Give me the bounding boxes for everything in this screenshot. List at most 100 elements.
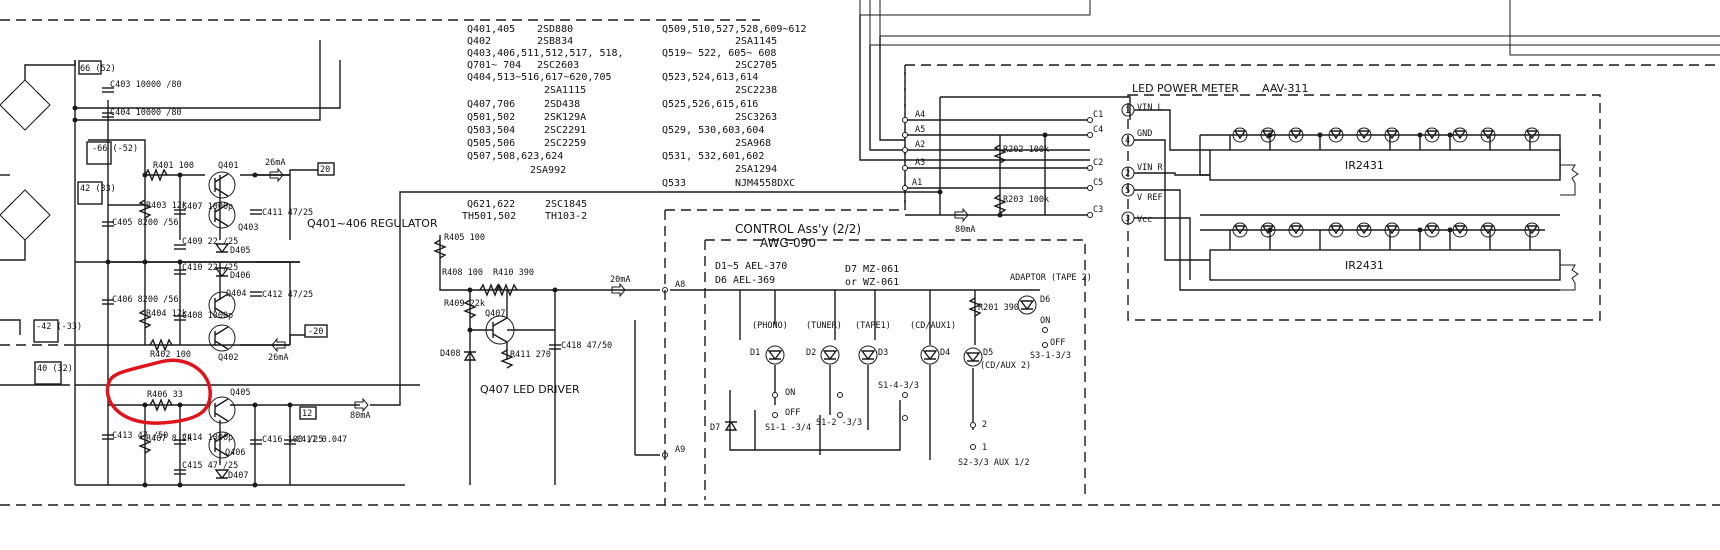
svg-text:D3: D3 (878, 348, 888, 358)
switch-s1-4: S1-4-3/3 (878, 381, 919, 421)
capacitor-c407: C407 1000p (174, 202, 233, 215)
red-highlight-circle (105, 358, 212, 425)
svg-text:Q701~ 704: Q701~ 704 (467, 60, 521, 71)
led-top-5 (1356, 127, 1372, 143)
led-label-cdaux2: (CD/AUX 2) (980, 361, 1031, 371)
svg-text:2SC2603: 2SC2603 (537, 60, 579, 71)
resistor-r405: R405 100 (433, 233, 485, 259)
resistor-r404: R404 12k (138, 309, 187, 329)
d408-label: D408 (440, 349, 460, 359)
capacitor-c412: C412 47/25 (250, 290, 313, 300)
connector-a5: A5 (902, 125, 925, 138)
svg-text:1: 1 (982, 443, 987, 453)
c418-label: C418 47/50 (561, 341, 612, 351)
transistor-q404: Q404 (208, 289, 246, 319)
led-top-10 (1524, 127, 1540, 143)
svg-text:A3: A3 (915, 158, 925, 168)
arrow-26ma-bottom: 26mA (268, 337, 288, 363)
led-bottom-5 (1356, 222, 1372, 238)
svg-text:S2-3/3 AUX 1/2: S2-3/3 AUX 1/2 (958, 458, 1030, 468)
q401-label: Q401 (218, 161, 238, 171)
connector-a2: A2 (902, 140, 925, 153)
led-bottom-7 (1424, 222, 1440, 238)
r411-label: R411 270 (510, 350, 551, 360)
node-m66: -66 (-52) (86, 141, 138, 165)
svg-text:Q523,524,613,614: Q523,524,613,614 (662, 72, 758, 83)
led-top-8 (1452, 127, 1468, 143)
r401-label: R401 100 (153, 161, 194, 171)
regulator-label: Q401~406 REGULATOR (307, 217, 438, 230)
c417-label: C417 0.047 (296, 435, 347, 445)
resistor-r401: R401 100 (144, 161, 194, 182)
led-d5: D5 (963, 347, 993, 367)
meter-model: AAV-311 (1262, 82, 1309, 95)
svg-text:Q407,706: Q407,706 (467, 99, 515, 110)
resistor-r411: R411 270 (500, 349, 551, 369)
svg-text:Q503,504: Q503,504 (467, 125, 515, 136)
capacitor-c415: C415 47 /25 (174, 461, 238, 475)
svg-text:ON: ON (785, 388, 795, 398)
current-80ma-right: 80mA (955, 225, 975, 235)
svg-text:2SK129A: 2SK129A (544, 112, 586, 123)
svg-text:D4: D4 (940, 348, 950, 358)
resistor-r409: R409 22k (444, 299, 485, 319)
q404-label: Q404 (226, 289, 246, 299)
resistor-r407: R407 8.2k (138, 434, 192, 454)
svg-text:C4: C4 (1093, 125, 1103, 135)
svg-text:2SC2259: 2SC2259 (544, 138, 586, 149)
led-bottom-3 (1288, 222, 1304, 238)
svg-text:A5: A5 (915, 125, 925, 135)
node-m42: -42 (-33) (33, 319, 82, 343)
svg-text:2SC3263: 2SC3263 (735, 112, 777, 123)
current-26ma-top: 26mA (265, 158, 285, 168)
node-20: 20 (317, 162, 335, 176)
svg-text:2SA992: 2SA992 (530, 165, 566, 176)
ic-ir2431-top: IR2431 (1209, 149, 1561, 181)
control-part-1: D1~5 AEL-370 (715, 261, 787, 272)
arrow-20ma: 20mA (610, 275, 630, 298)
svg-text:C1: C1 (1093, 110, 1103, 120)
svg-text:A2: A2 (915, 140, 925, 150)
transistor-q403: Q403 (208, 201, 258, 233)
svg-text:Q404,513~516,617~620,705: Q404,513~516,617~620,705 (467, 72, 612, 83)
svg-text:OFF: OFF (785, 408, 800, 418)
svg-text:D6: D6 (1040, 295, 1050, 305)
svg-text:GND: GND (1137, 129, 1152, 139)
svg-text:2SA1145: 2SA1145 (735, 36, 777, 47)
zener-d408: D408 (440, 349, 477, 361)
svg-text:NJM4558DXC: NJM4558DXC (735, 178, 795, 189)
c414-label: C414 1000p (182, 433, 233, 443)
svg-text:S1-2 -3/3: S1-2 -3/3 (816, 418, 862, 428)
connector-a9: A9 (662, 445, 685, 458)
arrow-80ma-left: 80mA (350, 397, 370, 421)
r202-label: R202 100k (1003, 145, 1049, 155)
d407-label: D407 (228, 471, 248, 481)
svg-text:Q509,510,527,528,609~612: Q509,510,527,528,609~612 (662, 24, 807, 35)
svg-text:Q529, 530,603,604: Q529, 530,603,604 (662, 125, 764, 136)
r405-label: R405 100 (444, 233, 485, 243)
pin-c1: C1 (1087, 110, 1103, 123)
ic-bottom-label: IR2431 (1345, 259, 1384, 272)
led-bottom-6 (1384, 222, 1400, 238)
svg-text:5: 5 (1125, 186, 1130, 196)
svg-text:2: 2 (982, 420, 987, 430)
svg-text:2: 2 (1125, 169, 1130, 179)
svg-text:S1-4-3/3: S1-4-3/3 (878, 381, 919, 391)
capacitor-c418: C418 47/50 (549, 341, 612, 351)
svg-text:Q403,406,511,512,517, 518,: Q403,406,511,512,517, 518, (467, 48, 624, 59)
svg-text:2SD880: 2SD880 (537, 24, 573, 35)
node-12-label: 12 (302, 409, 312, 419)
current-20ma: 20mA (610, 275, 630, 285)
current-80ma-left: 80mA (350, 411, 370, 421)
svg-text:2SC2238: 2SC2238 (735, 85, 777, 96)
ic-ir2431-bottom: IR2431 (1209, 249, 1561, 281)
capacitor-c411: C411 47/25 (250, 208, 313, 218)
svg-text:S1-1 -3/4: S1-1 -3/4 (765, 423, 811, 433)
node-m66-label: -66 (-52) (92, 144, 138, 154)
c407-label: C407 1000p (182, 202, 233, 212)
q402-label: Q402 (218, 353, 238, 363)
svg-text:A4: A4 (915, 110, 925, 120)
svg-text:A1: A1 (912, 178, 922, 188)
